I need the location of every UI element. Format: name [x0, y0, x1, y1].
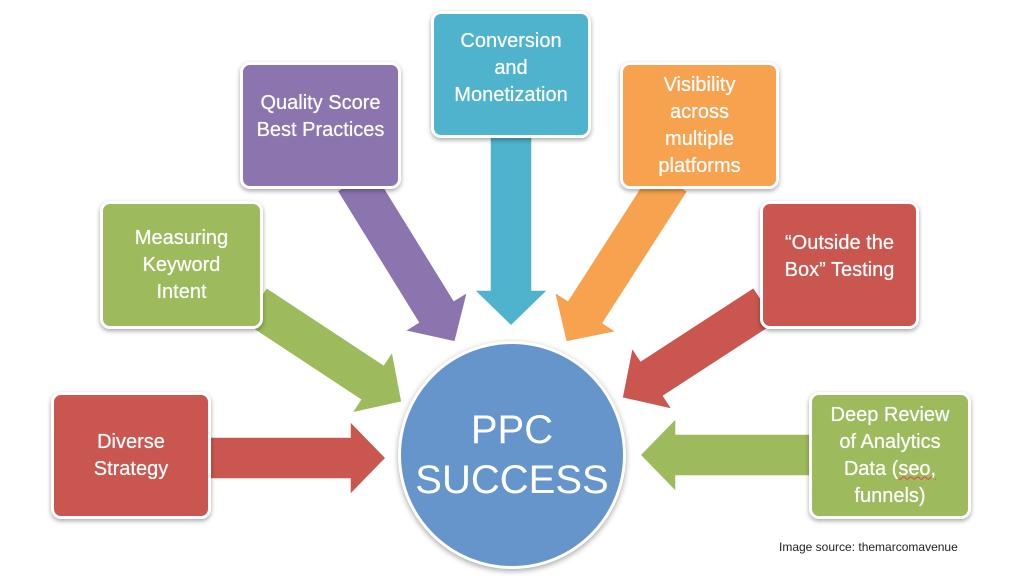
hub-text: SUCCESS — [415, 458, 609, 502]
image-source-caption: Image source: themarcomavenue — [779, 540, 958, 554]
spellcheck-underlined-word: seo, — [898, 457, 937, 480]
node-text: Quality Score — [260, 91, 381, 114]
arrow-outside-the-box — [621, 286, 778, 411]
node-text: platforms — [658, 154, 741, 177]
node-text: “Outside the — [785, 232, 894, 254]
hub-ppc-success: PPC SUCCESS — [398, 341, 626, 569]
node-text: Deep Review — [830, 403, 950, 426]
node-deep-review: Deep Review of Analytics Data (seo, funn… — [809, 392, 971, 519]
node-text: Strategy — [93, 457, 169, 480]
hub-text: PPC — [470, 408, 554, 452]
arrow-quality-score — [336, 167, 469, 343]
node-visibility: Visibility across multiple platforms — [620, 62, 779, 189]
node-text: and — [494, 57, 528, 79]
node-text: Visibility — [663, 73, 736, 96]
node-text: funnels) — [854, 484, 926, 507]
node-text: across — [670, 100, 729, 123]
arrow-deep-review — [638, 416, 816, 494]
node-text: multiple — [665, 127, 734, 150]
node-text: Best Practices — [256, 118, 385, 141]
node-text: Monetization — [454, 84, 568, 106]
node-text: of Analytics — [839, 430, 941, 453]
node-text: Measuring — [134, 226, 229, 249]
arrow-visibility — [553, 167, 689, 343]
arrow-measuring-keyword-intent — [242, 286, 403, 415]
node-text: Diverse — [97, 430, 165, 453]
arrow-conversion — [472, 129, 550, 328]
node-text: Data (seo, — [831, 456, 950, 483]
node-text: Box” Testing — [784, 259, 895, 281]
node-text: Conversion — [460, 30, 562, 52]
node-text: Intent — [156, 280, 207, 303]
arrow-diverse-strategy — [204, 419, 388, 497]
node-text-part: Data ( — [843, 457, 899, 480]
node-text: Keyword — [142, 253, 221, 276]
